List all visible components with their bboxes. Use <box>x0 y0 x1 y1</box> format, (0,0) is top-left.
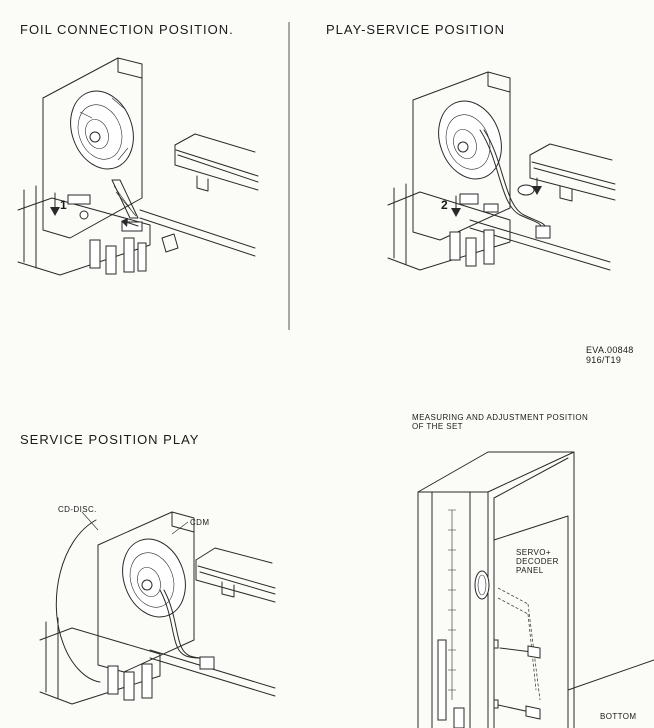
bottom-label: BOTTOM <box>600 712 637 721</box>
foil-step-number: 1 <box>60 198 67 212</box>
reference-code: EVA.00848 916/T19 <box>586 345 634 366</box>
play-service-step-number: 2 <box>441 198 448 212</box>
panel-label-line-2: DECODER <box>516 557 559 567</box>
measuring-title-line-1: MEASURING AND ADJUSTMENT POSITION <box>412 413 589 422</box>
panel-label-line-1: SERVO+ <box>516 548 551 557</box>
cd-disc-label: CD-DISC. <box>58 505 97 514</box>
measuring-title-line-2: OF THE SET <box>412 422 463 432</box>
servo-decoder-panel-label: SERVO+ DECODER PANEL <box>516 548 559 576</box>
panel-label-line-3: PANEL <box>516 566 544 576</box>
play-service-title: PLAY-SERVICE POSITION <box>326 22 505 37</box>
foil-connection-title: FOIL CONNECTION POSITION. <box>20 22 234 37</box>
cdm-label: CDM <box>190 518 210 527</box>
reference-line-2: 916/T19 <box>586 355 622 366</box>
measuring-title: MEASURING AND ADJUSTMENT POSITION OF THE… <box>412 413 588 431</box>
service-position-play-title: SERVICE POSITION PLAY <box>20 432 200 447</box>
reference-line-1: EVA.00848 <box>586 345 634 355</box>
